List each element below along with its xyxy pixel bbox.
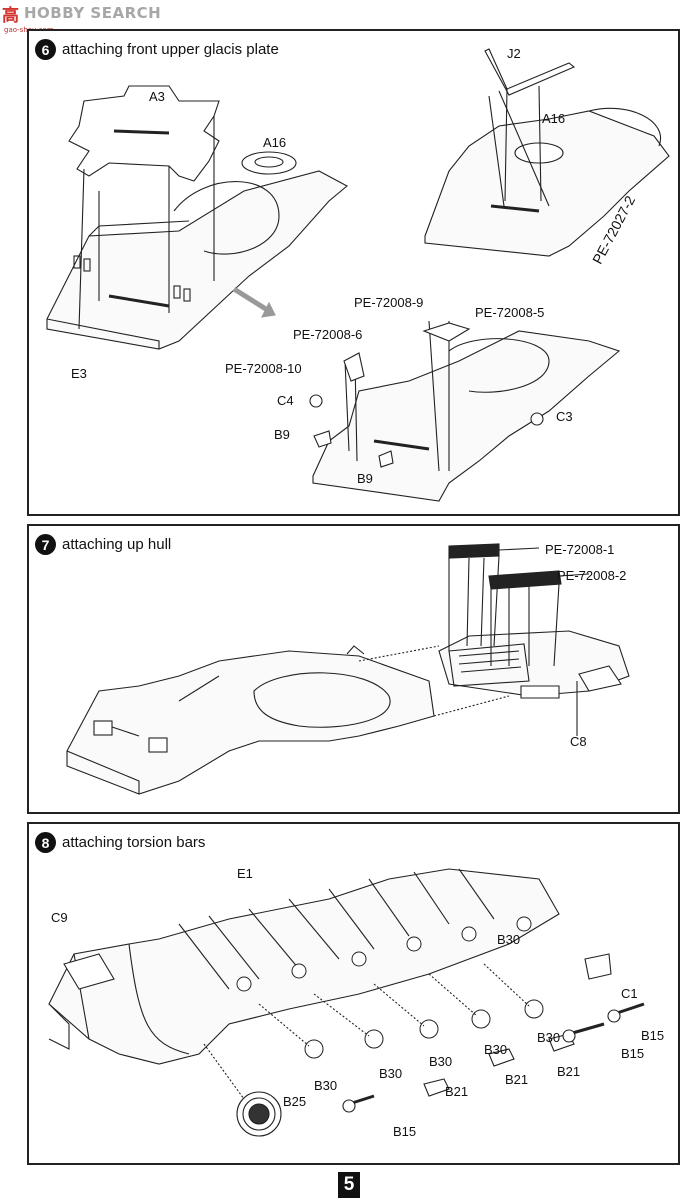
step-7-diagram <box>66 543 630 795</box>
label-b30-2: B30 <box>484 1042 508 1057</box>
label-b15-2: B15 <box>621 1046 645 1061</box>
step-7-header: 7 attaching up hull <box>35 534 171 555</box>
label-j2: J2 <box>507 46 521 61</box>
watermark-logo: 高 HOBBY SEARCH <box>2 2 162 26</box>
label-b30-4: B30 <box>379 1066 403 1081</box>
step-6-panel: 6 attaching front upper glacis plate <box>27 29 680 516</box>
label-b30-5: B30 <box>314 1078 338 1093</box>
label-c3: C3 <box>556 409 573 424</box>
label-pe72008-2: PE-72008-2 <box>557 568 627 583</box>
step-7-title: attaching up hull <box>62 536 172 553</box>
step-8-diagram <box>48 868 645 1137</box>
label-c9: C9 <box>51 910 68 925</box>
step-8-number: 8 <box>35 832 56 853</box>
logo-mark: 高 <box>2 5 20 26</box>
label-b15-1: B15 <box>641 1028 665 1043</box>
label-pe72008-5: PE-72008-5 <box>475 305 545 320</box>
label-b9-top: B9 <box>274 427 290 442</box>
page-number: 5 <box>338 1172 360 1198</box>
label-a16-right: A16 <box>542 111 566 126</box>
step-6-diagram <box>46 48 670 502</box>
label-b21-3: B21 <box>445 1084 469 1099</box>
label-b9-bottom: B9 <box>357 471 373 486</box>
label-pe72008-9: PE-72008-9 <box>354 295 424 310</box>
label-b30-3: B30 <box>429 1054 453 1069</box>
label-pe72008-6: PE-72008-6 <box>293 327 363 342</box>
label-c8: C8 <box>570 734 587 749</box>
label-a3: A3 <box>149 89 165 104</box>
step-8-header: 8 attaching torsion bars <box>35 832 205 853</box>
label-pe72008-10: PE-72008-10 <box>225 361 302 376</box>
step-8-title: attaching torsion bars <box>62 834 206 851</box>
label-b30-1: B30 <box>537 1030 561 1045</box>
label-c4: C4 <box>277 393 294 408</box>
label-c1: C1 <box>621 986 638 1001</box>
step-6-header: 6 attaching front upper glacis plate <box>35 39 279 60</box>
label-b25: B25 <box>283 1094 307 1109</box>
step-6-title: attaching front upper glacis plate <box>62 41 279 58</box>
label-a16-left: A16 <box>263 135 287 150</box>
label-e1: E1 <box>237 866 253 881</box>
label-e3: E3 <box>71 366 87 381</box>
label-b15-3: B15 <box>393 1124 417 1139</box>
step-6-number: 6 <box>35 39 56 60</box>
step-8-panel: 8 attaching torsion bars <box>27 822 680 1165</box>
label-b21-1: B21 <box>557 1064 581 1079</box>
step-7-panel: 7 attaching up hull PE-72008-1 PE-72008-… <box>27 524 680 814</box>
label-b30-6: B30 <box>497 932 521 947</box>
label-b21-2: B21 <box>505 1072 529 1087</box>
step-7-number: 7 <box>35 534 56 555</box>
label-pe72008-1: PE-72008-1 <box>545 542 615 557</box>
logo-text: HOBBY SEARCH <box>24 4 162 22</box>
